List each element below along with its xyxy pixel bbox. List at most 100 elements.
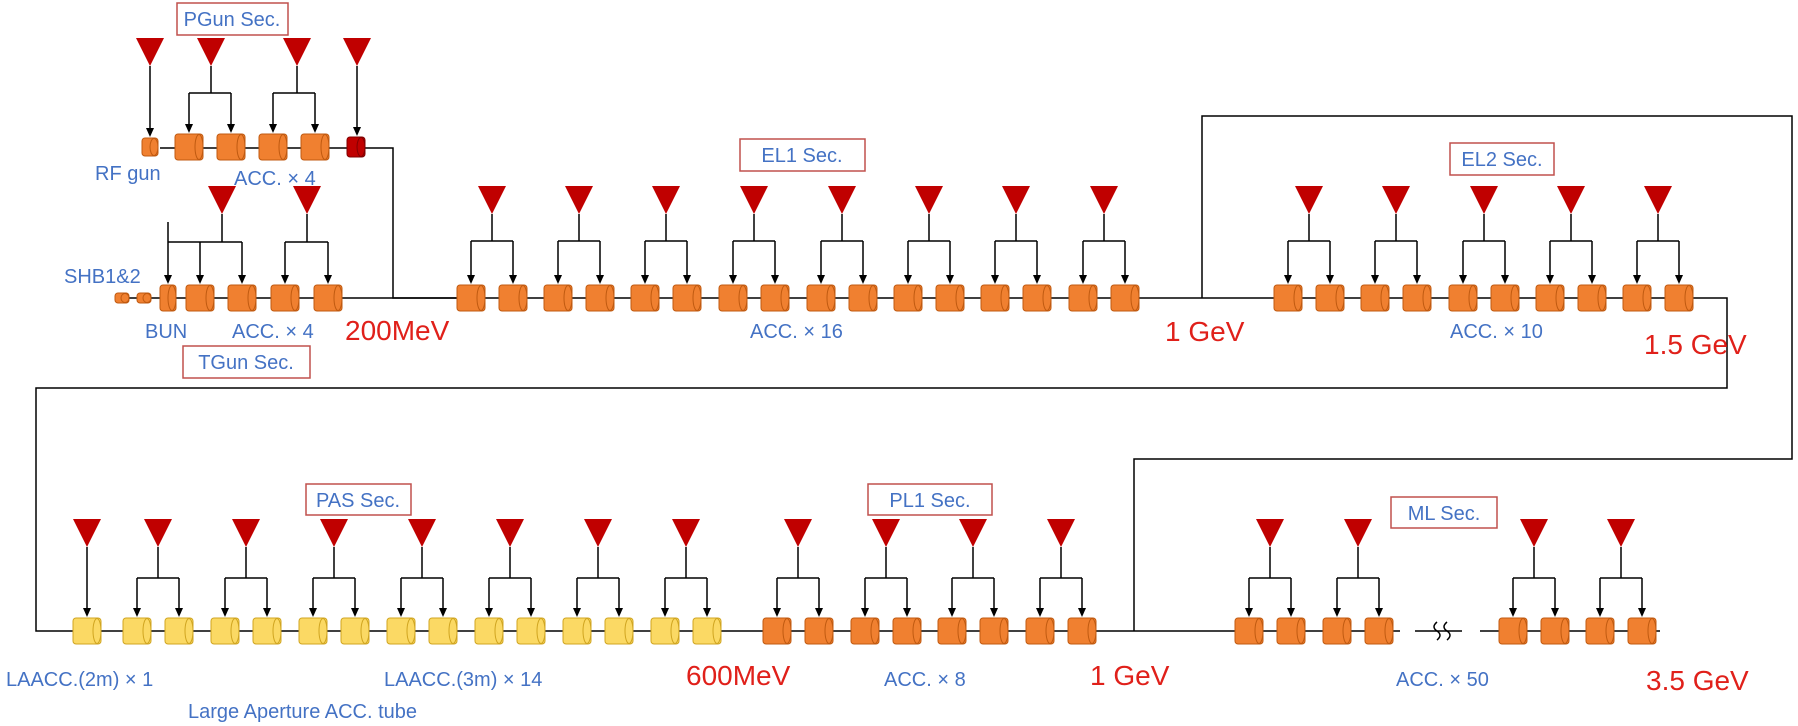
tube-body xyxy=(979,617,1009,645)
tube-body xyxy=(692,617,722,645)
tube-end xyxy=(1335,285,1345,311)
tube-body xyxy=(585,284,615,312)
feed-arrowhead xyxy=(991,275,999,284)
tube-body xyxy=(1622,284,1652,312)
tube-body xyxy=(672,284,702,312)
acc-tube xyxy=(498,284,528,312)
acc-tube xyxy=(760,284,790,312)
laacc-3m-tube xyxy=(474,617,504,645)
tube-body xyxy=(630,284,660,312)
tube-body xyxy=(1022,284,1052,312)
feed-arrowhead xyxy=(175,608,183,617)
tube-end xyxy=(1342,618,1352,644)
tube-body xyxy=(1068,284,1098,312)
tube-end xyxy=(333,285,343,311)
tube-end xyxy=(318,618,328,644)
acc-tube xyxy=(313,284,343,312)
klystron-icon xyxy=(1047,519,1075,547)
tube-end xyxy=(236,134,246,160)
tube-end xyxy=(320,134,330,160)
feed-arrowhead xyxy=(1551,608,1559,617)
tube-end xyxy=(650,285,660,311)
acc-tube xyxy=(456,284,486,312)
tube-body xyxy=(892,617,922,645)
tube-end xyxy=(1293,285,1303,311)
feed-arrowhead xyxy=(83,608,91,617)
acc-tube xyxy=(1067,617,1097,645)
energy-600mev: 600MeV xyxy=(686,660,791,691)
tube-end xyxy=(1130,285,1140,311)
tube-end xyxy=(1045,618,1055,644)
acc-tube xyxy=(1448,284,1478,312)
tube-end xyxy=(167,285,177,311)
label-rf-gun: RF gun xyxy=(95,163,161,185)
acc-tube xyxy=(1577,284,1607,312)
acc-tube xyxy=(1585,617,1615,645)
tube-body xyxy=(1577,284,1607,312)
tube-end xyxy=(356,137,366,157)
tube-body xyxy=(1535,284,1565,312)
tube-end xyxy=(563,285,573,311)
feed-arrowhead xyxy=(948,608,956,617)
acc-tube xyxy=(1273,284,1303,312)
acc-tube xyxy=(1322,617,1352,645)
energy-1-5gev: 1.5 GeV xyxy=(1644,329,1747,360)
laacc-3m-tube xyxy=(692,617,722,645)
feed-arrowhead xyxy=(133,608,141,617)
feed-arrowhead xyxy=(554,275,562,284)
tube-end xyxy=(670,618,680,644)
laacc-3m-tube xyxy=(340,617,370,645)
acc-tube xyxy=(1540,617,1570,645)
tube-end xyxy=(1422,285,1432,311)
acc-tube xyxy=(185,284,215,312)
feed-arrowhead xyxy=(1375,608,1383,617)
tube-end xyxy=(230,618,240,644)
acc-tube xyxy=(1490,284,1520,312)
feed-arrowhead xyxy=(397,608,405,617)
acc-tube xyxy=(1622,284,1652,312)
tube-body xyxy=(1322,617,1352,645)
feed-arrowhead xyxy=(1509,608,1517,617)
feed-arrowhead xyxy=(485,608,493,617)
tube-body xyxy=(1110,284,1140,312)
tube-end xyxy=(1642,285,1652,311)
tube-body xyxy=(718,284,748,312)
klystron-icon xyxy=(232,519,260,547)
feed-arrowhead xyxy=(1501,275,1509,284)
label-pgun-acc: ACC. × 4 xyxy=(234,168,316,190)
klystron-icon xyxy=(1607,519,1635,547)
tube-body xyxy=(185,284,215,312)
feed-arrowhead xyxy=(527,608,535,617)
feed-arrowhead xyxy=(1638,608,1646,617)
feed-arrowhead xyxy=(1459,275,1467,284)
acc-tube xyxy=(1535,284,1565,312)
feed-arrowhead xyxy=(990,608,998,617)
tube-body xyxy=(164,617,194,645)
acc-tube xyxy=(300,133,330,161)
tube-end xyxy=(536,618,546,644)
section-box-el2: EL2 Sec. xyxy=(1449,142,1555,176)
acc-tube xyxy=(1360,284,1390,312)
feed-arrowhead xyxy=(185,124,193,133)
acc-tube xyxy=(216,133,246,161)
acc-tube xyxy=(227,284,257,312)
klystron-icon xyxy=(208,186,236,214)
tube-body xyxy=(313,284,343,312)
tube-end xyxy=(476,285,486,311)
tube-body xyxy=(760,284,790,312)
tube-body xyxy=(258,133,288,161)
feed-arrowhead xyxy=(439,608,447,617)
tube-body xyxy=(346,136,366,158)
laacc-3m-tube xyxy=(516,617,546,645)
klystron-icon xyxy=(1382,186,1410,214)
tube-end xyxy=(912,618,922,644)
tube-body xyxy=(210,617,240,645)
acc-tube xyxy=(270,284,300,312)
tube-end xyxy=(1597,285,1607,311)
label-laacc-3m: LAACC.(3m) × 14 xyxy=(384,669,542,691)
laacc-3m-tube xyxy=(122,617,152,645)
tube-body xyxy=(428,617,458,645)
section-box-pgun: PGun Sec. xyxy=(176,2,289,36)
acc-tube xyxy=(806,284,836,312)
rf-feed-lines xyxy=(83,66,1683,617)
